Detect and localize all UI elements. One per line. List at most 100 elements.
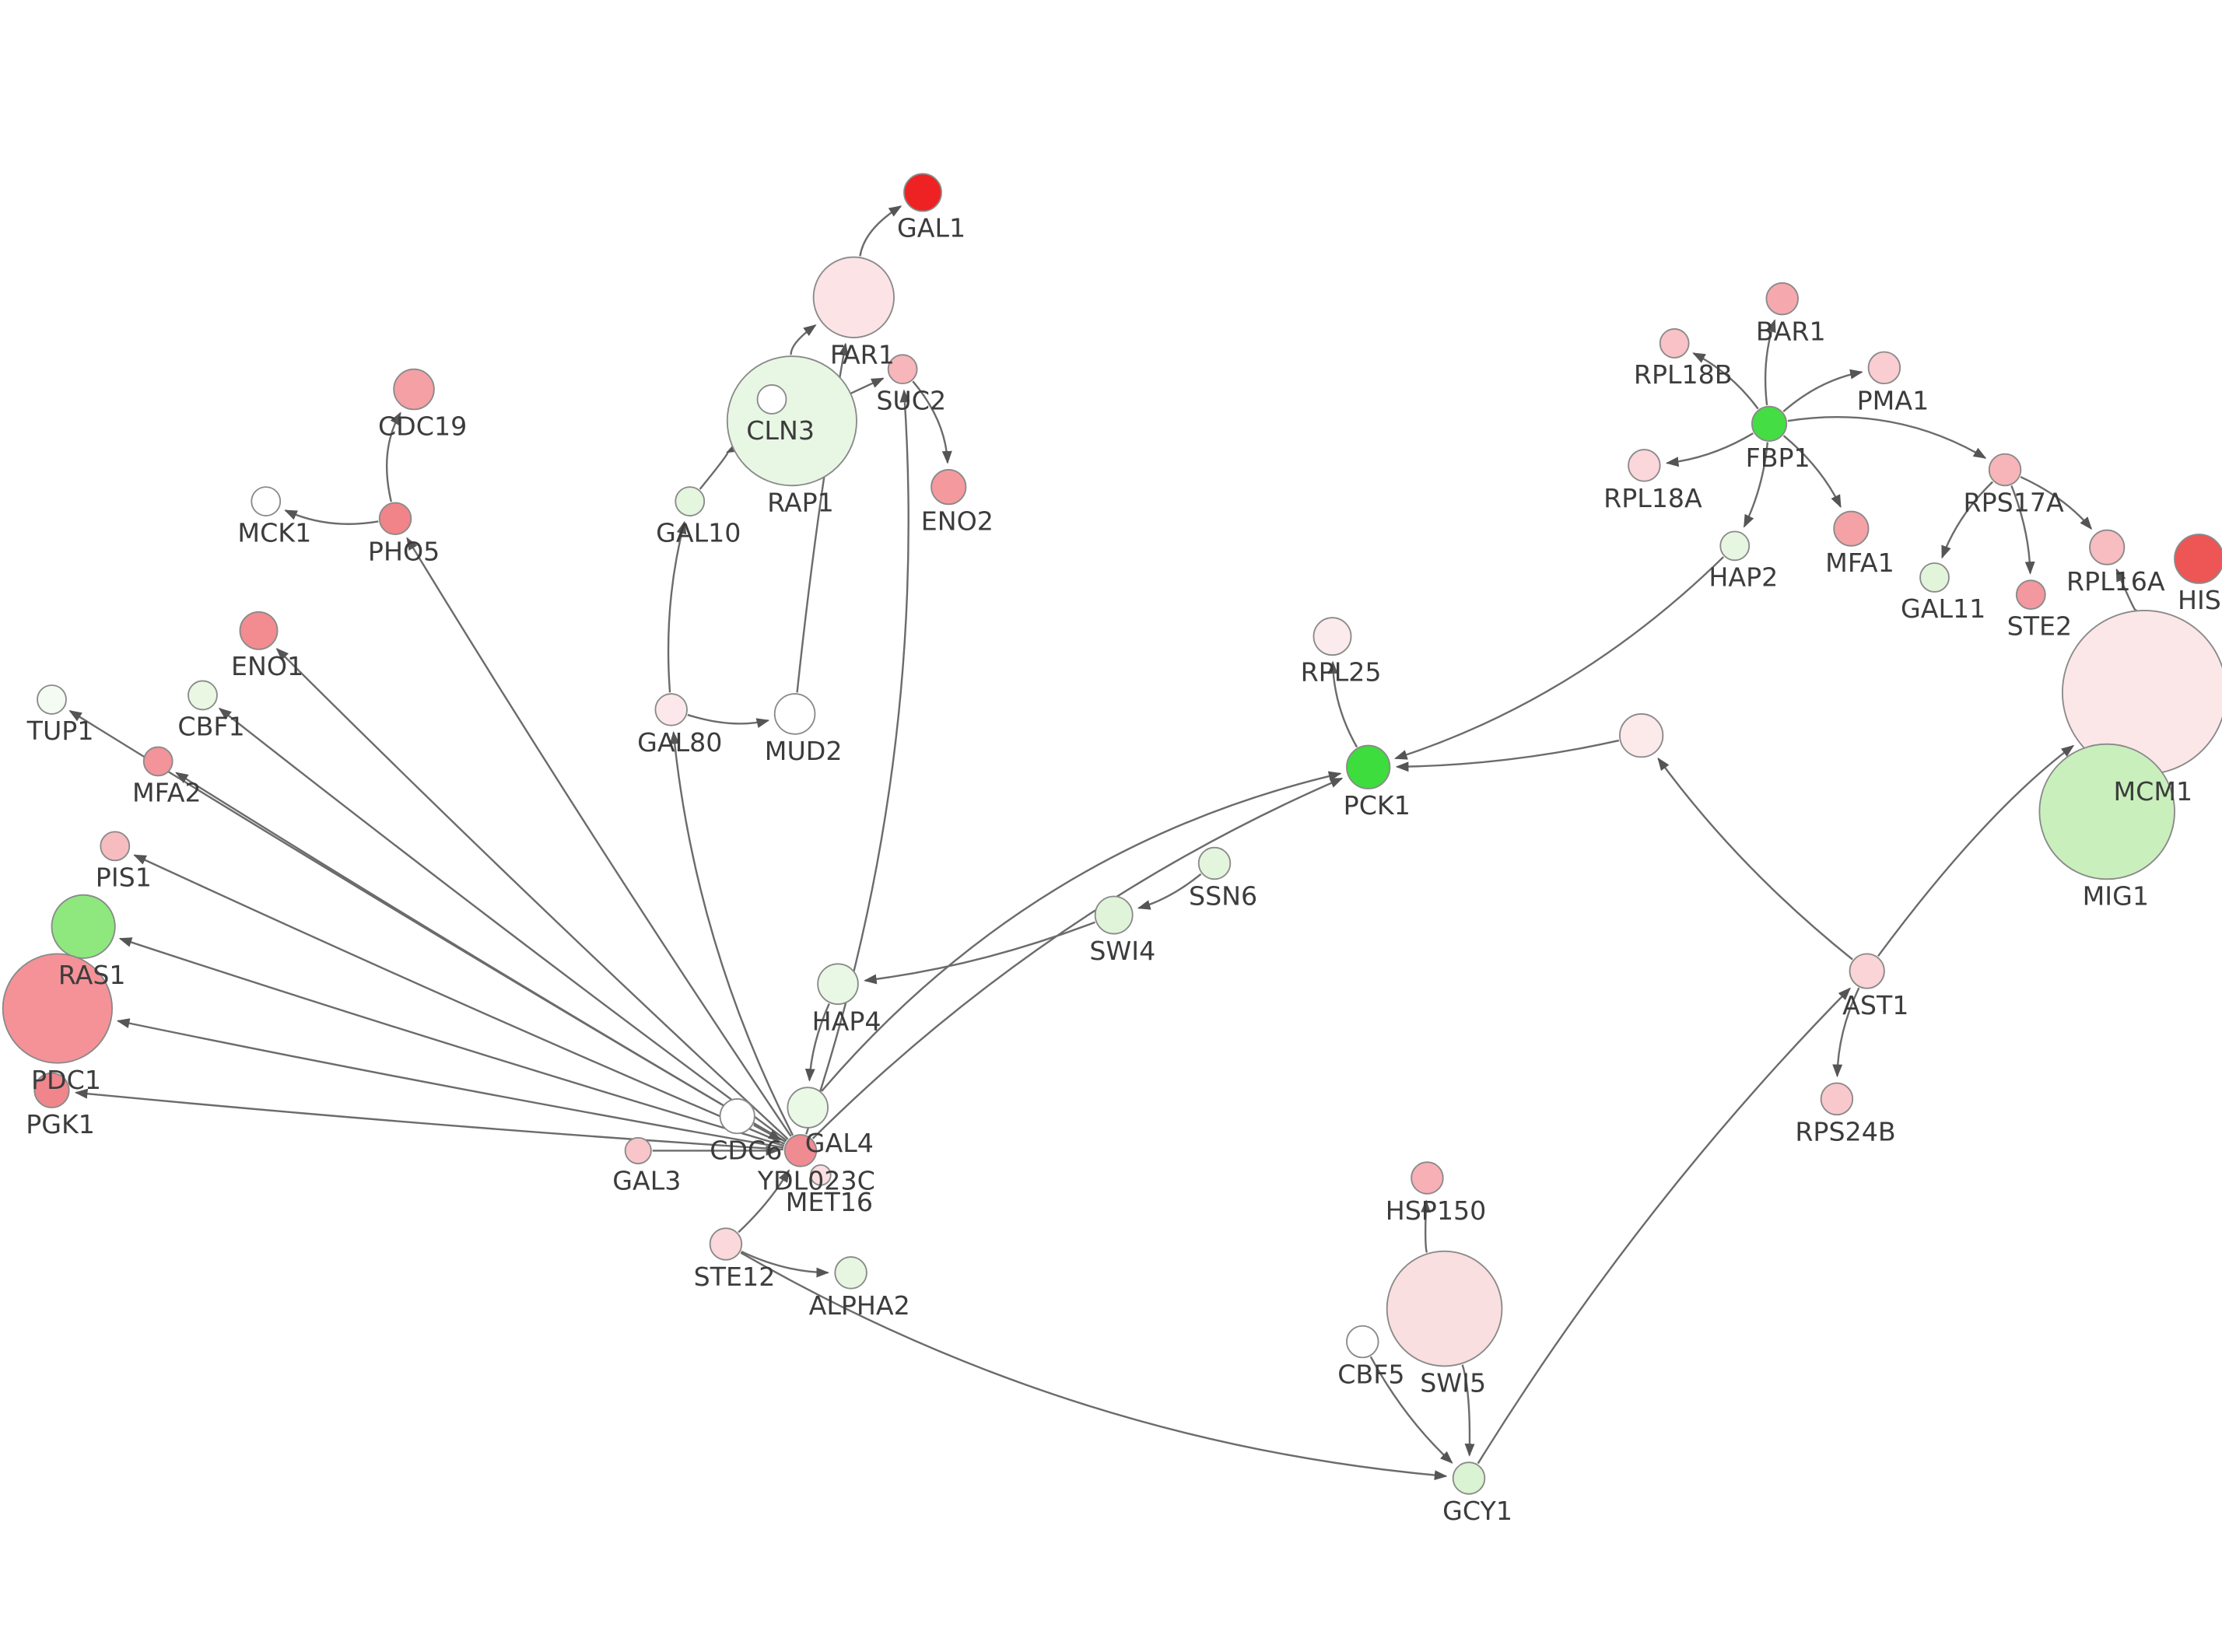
edge-FBP1-RPS17A[interactable]: [1787, 416, 1987, 459]
node-MIG1[interactable]: [2038, 743, 2175, 880]
node-MCK1[interactable]: [251, 486, 282, 516]
node-GAL3[interactable]: [624, 1136, 652, 1164]
node-GAL4[interactable]: [783, 1134, 818, 1167]
node-HAP2[interactable]: [1719, 530, 1751, 562]
node-FBP1[interactable]: [1751, 405, 1788, 442]
edge-RPS17A-RPL16A[interactable]: [2020, 476, 2093, 530]
edge-GAL80-GAL10[interactable]: [667, 520, 687, 693]
edge-FBP1-HAP2[interactable]: [1743, 442, 1769, 528]
node-UNNAMED1[interactable]: [1619, 713, 1664, 758]
edge-GAL10-RAP1[interactable]: [699, 442, 740, 490]
edge-GAL4-PHO5[interactable]: [406, 537, 792, 1137]
node-ALPHA2[interactable]: [834, 1256, 867, 1290]
edge-HAP4-YDL023C[interactable]: [804, 1003, 830, 1082]
edge-FBP1-BAR1[interactable]: [1764, 319, 1776, 406]
edge-HAP2-PCK1[interactable]: [1394, 556, 1724, 760]
node-PCK1[interactable]: [1346, 744, 1391, 789]
edge-AST1-UNNAMED1[interactable]: [1657, 757, 1853, 961]
node-MFA1[interactable]: [1833, 510, 1870, 547]
edge-STE12-GAL4[interactable]: [738, 1169, 790, 1234]
node-GAL1[interactable]: [903, 173, 942, 212]
node-RPL18A[interactable]: [1628, 449, 1661, 482]
edge-GAL4-PGK1[interactable]: [74, 1088, 783, 1151]
node-YDL023C[interactable]: [787, 1087, 829, 1129]
node-RPL18B[interactable]: [1659, 328, 1690, 359]
node-GCY1[interactable]: [1452, 1461, 1486, 1495]
edge-RAP1-FAR1[interactable]: [790, 324, 817, 355]
node-CDC6[interactable]: [719, 1097, 755, 1135]
edge-YDL023C-PCK1[interactable]: [821, 771, 1342, 1092]
edge-GAL4-ENO1[interactable]: [275, 647, 789, 1140]
node-PIS1[interactable]: [100, 831, 131, 862]
edge-GAL4-PDC1[interactable]: [116, 1018, 784, 1149]
edge-GAL4-GAL80[interactable]: [669, 730, 794, 1136]
edge-CDC6-GAL4[interactable]: [753, 1124, 782, 1141]
edge-AST1-RPS24B[interactable]: [1832, 987, 1860, 1078]
node-RPS17A[interactable]: [1988, 453, 2022, 487]
node-AST1[interactable]: [1849, 953, 1885, 989]
node-RPS24B[interactable]: [1820, 1082, 1854, 1116]
edge-CBF5-GCY1[interactable]: [1369, 1356, 1453, 1464]
edge-FBP1-RPL18A[interactable]: [1665, 432, 1754, 467]
edge-UNNAMED1-PCK1[interactable]: [1395, 739, 1620, 772]
node-STE2[interactable]: [2015, 579, 2046, 611]
node-HSP150[interactable]: [1411, 1161, 1444, 1195]
node-FAR1[interactable]: [812, 256, 895, 338]
node-GAL10[interactable]: [675, 486, 706, 516]
edge-SSN6-SWI4[interactable]: [1137, 873, 1202, 910]
node-HIS4[interactable]: [2174, 534, 2222, 584]
edge-SWI5-GCY1[interactable]: [1461, 1364, 1475, 1457]
node-GAL80[interactable]: [654, 693, 688, 726]
edge-SWI4-HAP4[interactable]: [864, 921, 1095, 985]
edge-SWI5-HSP150[interactable]: [1421, 1199, 1432, 1253]
edge-GAL80-MUD2[interactable]: [687, 713, 770, 728]
node-RPL16A[interactable]: [2089, 529, 2126, 565]
edge-SUC2-ENO2[interactable]: [912, 380, 952, 464]
node-SUC2[interactable]: [887, 354, 918, 385]
node-PDC1[interactable]: [2, 953, 114, 1064]
edge-PHO5-MCK1[interactable]: [284, 509, 379, 525]
node-CLN3[interactable]: [756, 384, 787, 415]
edge-RAP1-SUC2[interactable]: [850, 377, 885, 394]
node-SWI5[interactable]: [1386, 1250, 1503, 1367]
node-ENO2[interactable]: [931, 469, 967, 506]
node-ENO1[interactable]: [239, 611, 279, 650]
node-HAP4[interactable]: [817, 963, 859, 1005]
edge-GCY1-AST1[interactable]: [1477, 987, 1852, 1465]
node-CBF1[interactable]: [188, 680, 218, 711]
node-RAS1[interactable]: [51, 894, 116, 959]
node-GAL11[interactable]: [1919, 562, 1950, 593]
node-SSN6[interactable]: [1197, 846, 1232, 880]
edge-PCK1-RPL25[interactable]: [1327, 660, 1358, 748]
edge-GAL4-PCK1[interactable]: [811, 777, 1344, 1139]
node-STE12[interactable]: [709, 1227, 743, 1261]
edge-PHO5-CDC19[interactable]: [385, 411, 401, 502]
node-BAR1[interactable]: [1765, 282, 1799, 316]
edge-FAR1-GAL1[interactable]: [859, 205, 902, 257]
edge-AST1-MCM1[interactable]: [1877, 744, 2075, 957]
edge-STE12-GCY1[interactable]: [740, 1251, 1448, 1481]
node-CDC19[interactable]: [393, 368, 435, 411]
node-CBF5[interactable]: [1346, 1325, 1379, 1359]
edge-RPS17A-GAL11[interactable]: [1941, 481, 1994, 559]
edge-GAL4-MFA2[interactable]: [175, 772, 787, 1143]
edge-GAL4-CBF1[interactable]: [218, 707, 787, 1142]
edge-GAL4-RAS1[interactable]: [118, 937, 785, 1147]
edge-MCM1-RPL16A[interactable]: [2115, 568, 2137, 612]
node-PHO5[interactable]: [378, 502, 412, 535]
edge-STE12-ALPHA2[interactable]: [741, 1250, 829, 1278]
edge-FBP1-PMA1[interactable]: [1782, 369, 1863, 413]
node-RAP1[interactable]: [726, 355, 857, 487]
edge-FBP1-MFA1[interactable]: [1782, 435, 1842, 509]
edge-RPS17A-STE2[interactable]: [2010, 485, 2035, 575]
node-SWI4[interactable]: [1094, 895, 1134, 935]
node-RPL25[interactable]: [1313, 617, 1352, 656]
node-MUD2[interactable]: [773, 693, 816, 735]
edge-FBP1-RPL18B[interactable]: [1692, 352, 1759, 410]
node-PMA1[interactable]: [1867, 351, 1901, 385]
node-TUP1[interactable]: [37, 684, 67, 715]
node-MFA2[interactable]: [142, 746, 173, 777]
edge-GAL4-PIS1[interactable]: [133, 854, 786, 1145]
node-MET16[interactable]: [809, 1164, 832, 1186]
node-PGK1[interactable]: [33, 1072, 70, 1108]
